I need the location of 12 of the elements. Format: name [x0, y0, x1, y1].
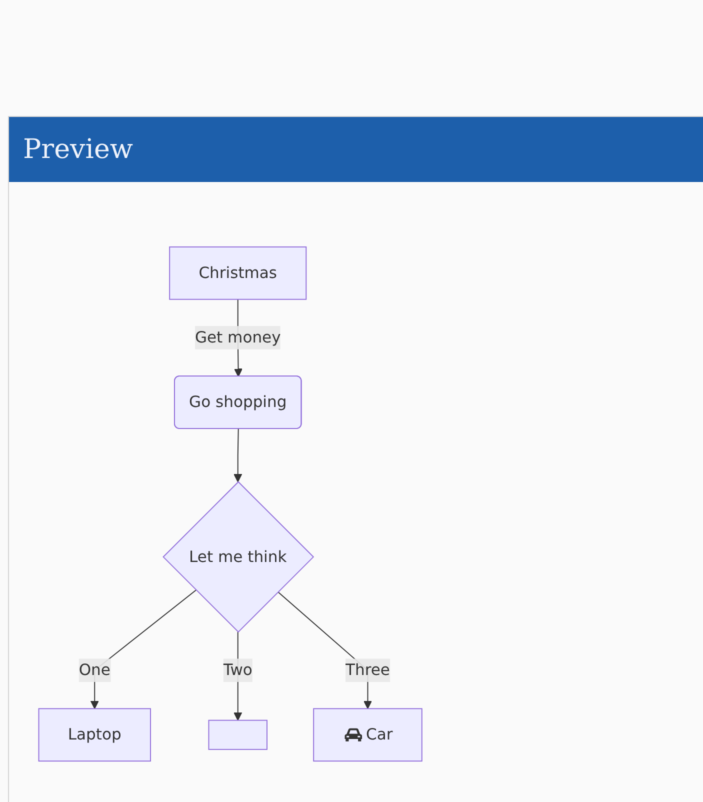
edge-label: Get money: [194, 328, 281, 346]
node-diamond: [162, 481, 314, 633]
preview-panel: Preview Get money One Two Three Christmas Go shopping Let me think Laptop Car: [8, 116, 703, 802]
edge-label: Two: [223, 660, 252, 680]
edge-label: Three: [345, 660, 390, 680]
node-box: [38, 708, 151, 762]
edge-label: One: [78, 660, 110, 680]
node-box: [169, 246, 307, 300]
panel-title: Preview: [23, 134, 134, 165]
arrow: [234, 428, 242, 482]
node-box: [313, 708, 422, 762]
node-box: [208, 720, 268, 750]
